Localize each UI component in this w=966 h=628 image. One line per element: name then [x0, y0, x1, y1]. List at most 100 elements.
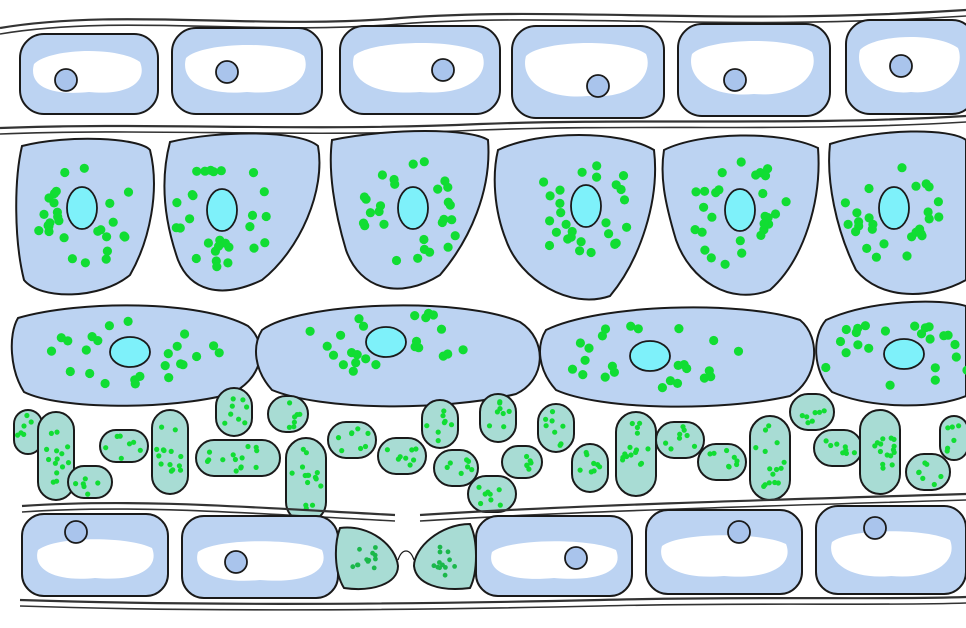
chloroplast	[178, 468, 183, 473]
chloroplast	[449, 422, 454, 427]
chloroplast	[931, 376, 940, 385]
chloroplast	[437, 325, 446, 334]
chloroplast	[635, 431, 640, 436]
chloroplast	[209, 341, 218, 350]
chloroplast	[767, 480, 772, 485]
spongy-mesophyll-cell	[656, 422, 704, 458]
palisade-mesophyll-layer	[16, 131, 966, 299]
chloroplast	[879, 239, 888, 248]
chloroplast	[443, 349, 452, 358]
chloroplast	[782, 460, 787, 465]
chloroplast	[805, 420, 810, 425]
chloroplast	[192, 254, 201, 263]
nucleus	[890, 55, 912, 77]
chloroplast	[260, 187, 269, 196]
nucleus	[571, 185, 601, 227]
chloroplast	[287, 425, 292, 430]
chloroplast	[354, 314, 363, 323]
chloroplast	[359, 219, 368, 228]
chloroplast	[209, 167, 218, 176]
chloroplast	[718, 168, 727, 177]
chloroplast	[917, 329, 926, 338]
chloroplast	[287, 400, 292, 405]
chloroplast	[403, 456, 408, 461]
chloroplast	[711, 451, 716, 456]
chloroplast	[864, 184, 873, 193]
chloroplast	[770, 472, 775, 477]
chloroplast	[336, 435, 341, 440]
chloroplast	[305, 473, 310, 478]
chloroplast	[680, 424, 685, 429]
chloroplast	[497, 487, 502, 492]
chloroplast	[555, 199, 564, 208]
chloroplast	[601, 218, 610, 227]
chloroplast	[638, 462, 643, 467]
chloroplast	[375, 207, 384, 216]
chloroplast	[700, 187, 709, 196]
chloroplast	[161, 361, 170, 370]
chloroplast	[556, 208, 565, 217]
chloroplast	[245, 444, 250, 449]
spongy-mesophyll-cell	[750, 416, 790, 500]
chloroplast	[398, 454, 403, 459]
chloroplast	[868, 225, 877, 234]
chloroplast	[364, 557, 369, 562]
spongy-mesophyll-cell	[196, 440, 280, 476]
chloroplast	[60, 464, 65, 469]
chloroplast	[952, 352, 961, 361]
chloroplast	[501, 424, 506, 429]
lower-epidermis-cell	[816, 506, 966, 594]
chloroplast	[413, 254, 422, 263]
chloroplast	[562, 220, 571, 229]
chloroplast	[951, 438, 956, 443]
chloroplast	[44, 447, 49, 452]
chloroplast	[365, 431, 370, 436]
stoma-pore	[398, 551, 414, 560]
nucleus	[432, 59, 454, 81]
chloroplast	[568, 365, 577, 374]
chloroplast	[442, 420, 447, 425]
chloroplast	[448, 460, 453, 465]
chloroplast	[911, 182, 920, 191]
chloroplast	[550, 418, 555, 423]
upper-epidermis-cell	[846, 20, 966, 114]
chloroplast	[700, 246, 709, 255]
spongy-mesophyll-cell	[216, 388, 252, 436]
chloroplast	[351, 358, 360, 367]
chloroplast	[161, 448, 166, 453]
chloroplast	[408, 462, 413, 467]
chloroplast	[497, 406, 502, 411]
chloroplast	[934, 212, 943, 221]
chloroplast	[178, 454, 183, 459]
chloroplast	[836, 337, 845, 346]
chloroplast	[751, 170, 760, 179]
spongy-mesophyll-cell	[940, 416, 966, 460]
nucleus	[366, 327, 406, 357]
chloroplast	[861, 321, 870, 330]
chloroplast	[892, 444, 897, 449]
chloroplast	[732, 455, 737, 460]
chloroplast	[885, 452, 890, 457]
chloroplast	[897, 163, 906, 172]
chloroplast	[159, 425, 164, 430]
chloroplast	[634, 324, 643, 333]
chloroplast	[620, 195, 629, 204]
chloroplast	[318, 483, 323, 488]
chloroplast	[736, 236, 745, 245]
nucleus	[728, 521, 750, 543]
chloroplast	[760, 219, 769, 228]
chloroplast	[864, 344, 873, 353]
chloroplast	[373, 545, 378, 550]
chloroplast	[66, 367, 75, 376]
chloroplast	[889, 436, 894, 441]
nucleus	[65, 521, 87, 543]
chloroplast	[204, 238, 213, 247]
chloroplast	[844, 220, 853, 229]
chloroplast	[73, 481, 78, 486]
chloroplast	[488, 497, 493, 502]
chloroplast	[552, 228, 561, 237]
chloroplast	[852, 450, 857, 455]
chloroplast	[425, 248, 434, 257]
chloroplast	[212, 262, 221, 271]
chloroplast	[862, 244, 871, 253]
